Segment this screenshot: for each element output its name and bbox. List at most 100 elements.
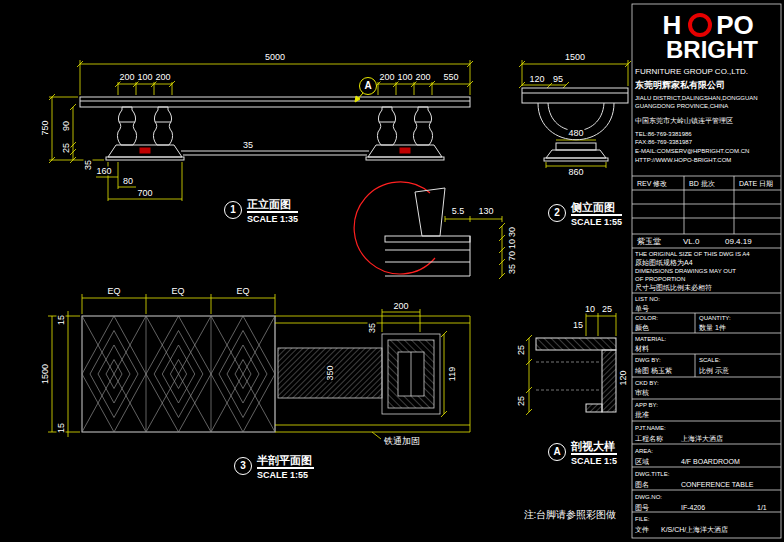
dimension-lines bbox=[96, 177, 118, 178]
title-block-text: 09.4.19 bbox=[724, 238, 753, 246]
title-block-text: K/S/CH/上海洋大酒店 bbox=[660, 526, 729, 533]
view-title: 侧立面图SCALE 1:55 bbox=[571, 201, 622, 228]
title-block-text: IF-4206 bbox=[680, 504, 706, 511]
title-block-text: GUANGDONG PROVINCE,CHINA bbox=[634, 103, 729, 109]
parquet-line bbox=[82, 316, 146, 432]
title-block-text: VL.0 bbox=[682, 238, 700, 246]
dimension-value: 70 bbox=[508, 250, 517, 262]
title-block-text: 紫玉堂 bbox=[636, 238, 662, 246]
title-block-grid bbox=[632, 204, 781, 205]
title-block-grid bbox=[632, 234, 781, 235]
title-block-grid bbox=[632, 354, 781, 355]
table-front-elevation bbox=[415, 122, 431, 123]
view-scale: SCALE 1:35 bbox=[247, 214, 298, 225]
iron-tube-reinforcement bbox=[278, 334, 440, 414]
title-block-grid bbox=[632, 512, 781, 513]
dimension-value: 480 bbox=[567, 129, 584, 138]
dimension-lines bbox=[445, 216, 502, 222]
title-block-text: CKD BY: bbox=[634, 380, 660, 386]
title-block-grid bbox=[632, 421, 781, 422]
title-block-text: MATERIAL: bbox=[634, 336, 667, 342]
table-side-elevation bbox=[522, 88, 628, 103]
parquet-line bbox=[82, 316, 146, 432]
table-front-elevation bbox=[368, 145, 442, 157]
dimension-lines bbox=[82, 294, 275, 314]
dimension-value: 35 bbox=[368, 322, 377, 334]
title-block-grid bbox=[695, 354, 696, 377]
dimension-value: 700 bbox=[136, 189, 153, 198]
edge-section bbox=[536, 338, 616, 412]
dimension-lines bbox=[441, 331, 447, 417]
title-block-text: TEL:86-769-3381986 bbox=[634, 131, 693, 137]
marker-circle: A bbox=[359, 77, 377, 95]
dimension-lines bbox=[445, 219, 502, 220]
dimension-lines bbox=[68, 311, 69, 437]
dimension-value: 35 bbox=[242, 141, 254, 150]
title-block-text: BD 批次 bbox=[688, 180, 716, 187]
logo-text: H bbox=[662, 12, 683, 38]
table-front-elevation bbox=[117, 107, 136, 145]
tabletop-plan bbox=[82, 316, 275, 432]
parquet-line bbox=[146, 316, 211, 432]
title-block-text: 区域 bbox=[634, 458, 650, 465]
tabletop-plan bbox=[82, 316, 275, 432]
dimension-lines bbox=[77, 61, 473, 67]
iron-tube-reinforcement bbox=[278, 348, 382, 398]
table-side-elevation bbox=[522, 88, 628, 161]
title-block-grid bbox=[632, 377, 781, 378]
title-block-text: 审核 bbox=[634, 389, 650, 396]
title-block-text: FURNITURE GROUP CO.,LTD. bbox=[634, 68, 749, 76]
title-block-text: E-MAIL:COMSERV@HPBRIGHT.COM.CN bbox=[634, 148, 750, 154]
title-block-text: 原始图纸规格为A4 bbox=[634, 259, 694, 266]
marker-circle: 1 bbox=[224, 201, 242, 219]
view-heading: 正立面图 bbox=[247, 198, 298, 213]
detail-circle bbox=[354, 182, 435, 274]
title-block-text: 上海洋大酒店 bbox=[680, 435, 724, 442]
dimension-lines bbox=[115, 81, 473, 87]
marker-circle: 3 bbox=[234, 457, 252, 475]
dimension-value: 5000 bbox=[264, 53, 286, 62]
title-block-text: 中国东莞市大岭山镇连平管理区 bbox=[634, 117, 734, 124]
edge-section bbox=[536, 390, 602, 391]
detail-circle bbox=[354, 182, 435, 274]
logo-ring bbox=[690, 15, 710, 35]
title-block-grid bbox=[695, 313, 696, 333]
title-block-grid bbox=[632, 4, 781, 538]
parquet-line bbox=[275, 316, 276, 432]
title-block-text: HTTP://WWW.HOPO-BRIGHT.COM bbox=[634, 157, 732, 163]
edge-section bbox=[586, 404, 602, 412]
detail-callout: A bbox=[359, 77, 377, 95]
title-block-grid bbox=[632, 490, 781, 491]
dimension-lines bbox=[52, 316, 53, 432]
title-block-text: LIST NO: bbox=[634, 296, 661, 302]
table-front-elevation bbox=[106, 157, 184, 160]
table-side-elevation bbox=[556, 143, 596, 150]
view-title: 正立面图SCALE 1:35 bbox=[247, 198, 298, 225]
iron-tube-reinforcement bbox=[398, 352, 424, 396]
dimension-value: 15 bbox=[572, 321, 584, 330]
dimension-lines bbox=[118, 187, 136, 188]
hidden-outline bbox=[275, 316, 470, 432]
logo-text: PO bbox=[715, 12, 755, 38]
title-block-text: 东莞明辉家私有限公司 bbox=[634, 81, 726, 90]
dimension-lines bbox=[82, 298, 275, 299]
parquet-line bbox=[211, 316, 275, 432]
dimension-value: 90 bbox=[62, 120, 71, 132]
title-block-grid bbox=[632, 313, 781, 314]
dimension-value: 130 bbox=[477, 207, 494, 216]
dimension-lines bbox=[80, 64, 470, 65]
title-block-text: 尺寸与图纸比例未必相符 bbox=[634, 284, 713, 291]
dimension-lines bbox=[108, 199, 182, 200]
dimension-lines bbox=[49, 160, 104, 161]
dimension-lines bbox=[499, 223, 505, 279]
title-block-text: THE ORIGINAL SIZE OF THIS DWG IS A4 bbox=[634, 251, 751, 257]
view-heading: 半剖平面图 bbox=[257, 454, 314, 469]
dimension-value: 160 bbox=[95, 167, 112, 176]
title-block-text: FAX:86-769-3381987 bbox=[634, 139, 693, 145]
iron-tube-reinforcement bbox=[382, 334, 440, 414]
title-block-text: 图名 bbox=[634, 481, 650, 488]
title-block-text: DWG BY: bbox=[634, 357, 662, 363]
logo-ring bbox=[690, 15, 710, 35]
view-number: 1 bbox=[230, 205, 236, 215]
table-front-elevation bbox=[153, 107, 172, 145]
